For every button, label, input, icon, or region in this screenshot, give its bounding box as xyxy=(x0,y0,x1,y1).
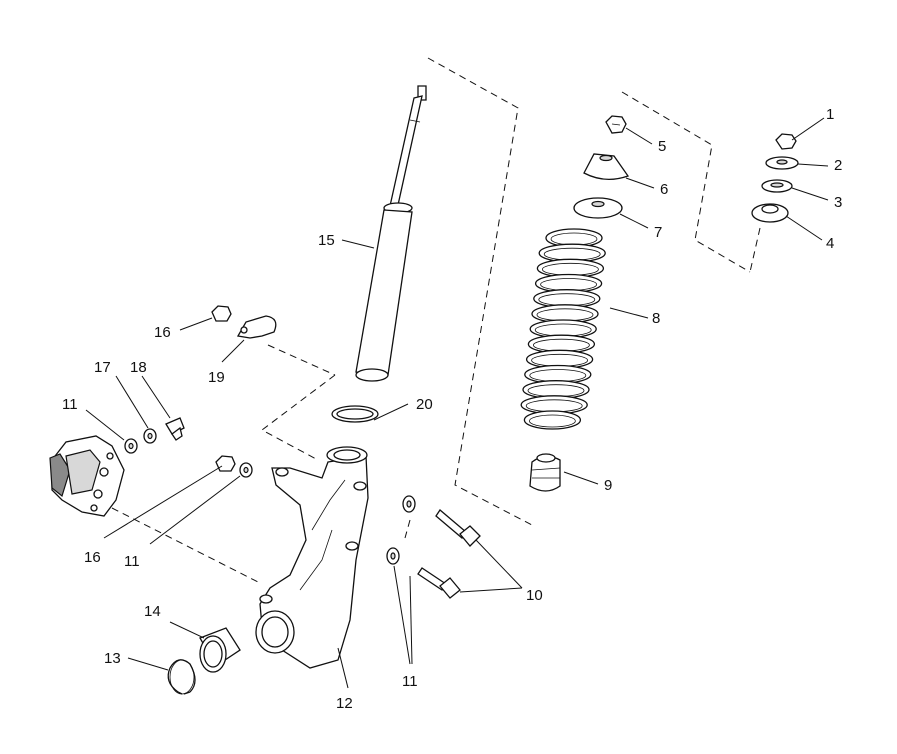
label-10: 10 xyxy=(526,587,543,604)
washer-11-caliper xyxy=(124,438,138,454)
shock-absorber xyxy=(355,85,427,382)
washer-2 xyxy=(765,156,799,170)
hose-clip xyxy=(236,315,277,339)
part-labels: 1 2 3 4 5 6 7 8 9 10 11 11 11 12 13 14 1… xyxy=(62,106,842,712)
label-11-mid: 11 xyxy=(124,553,140,570)
label-2: 2 xyxy=(834,157,842,174)
bleeder-screw-18 xyxy=(165,417,185,441)
label-14: 14 xyxy=(144,603,161,620)
nut-1 xyxy=(775,133,797,150)
washer-17 xyxy=(143,428,157,444)
label-4: 4 xyxy=(826,235,834,252)
label-16-upper: 16 xyxy=(154,324,171,341)
label-17: 17 xyxy=(94,359,111,376)
label-13: 13 xyxy=(104,650,121,667)
washer-11-upper-bolt xyxy=(402,495,416,513)
bolt-10-upper xyxy=(435,509,481,547)
spring-coil-inner xyxy=(529,414,576,428)
label-5: 5 xyxy=(658,138,666,155)
leader-lines xyxy=(85,117,829,689)
label-8: 8 xyxy=(652,310,660,327)
upper-cup xyxy=(583,153,630,180)
label-11-caliper: 11 xyxy=(62,396,78,413)
wheel-bearing xyxy=(199,627,241,673)
steering-knuckle xyxy=(255,446,369,669)
nut-16-lower xyxy=(215,455,236,472)
top-nut xyxy=(605,115,627,134)
label-11-bolts: 11 xyxy=(402,673,418,690)
label-9: 9 xyxy=(604,477,612,494)
label-3: 3 xyxy=(834,194,842,211)
circlip xyxy=(167,659,196,695)
spring-seat xyxy=(573,197,623,219)
washer-11-mid xyxy=(239,462,253,478)
washer-3 xyxy=(761,179,793,193)
label-6: 6 xyxy=(660,181,668,198)
label-15: 15 xyxy=(318,232,335,249)
label-12: 12 xyxy=(336,695,353,712)
bump-stop xyxy=(529,453,561,492)
label-20: 20 xyxy=(416,396,433,413)
washer-11-lower-bolt xyxy=(386,547,400,565)
assembly-guide-lines xyxy=(111,57,761,583)
coil-spring xyxy=(520,228,606,430)
label-18: 18 xyxy=(130,359,147,376)
label-16-lower: 16 xyxy=(84,549,101,566)
label-19: 19 xyxy=(208,369,225,386)
seal-ring xyxy=(331,405,379,423)
label-7: 7 xyxy=(654,224,662,241)
nut-16-upper xyxy=(211,305,232,322)
mount-4 xyxy=(751,203,789,223)
bolt-10-lower xyxy=(417,567,461,599)
spring-coil-turn xyxy=(523,410,582,430)
label-1: 1 xyxy=(826,106,834,123)
brake-caliper xyxy=(49,435,125,517)
